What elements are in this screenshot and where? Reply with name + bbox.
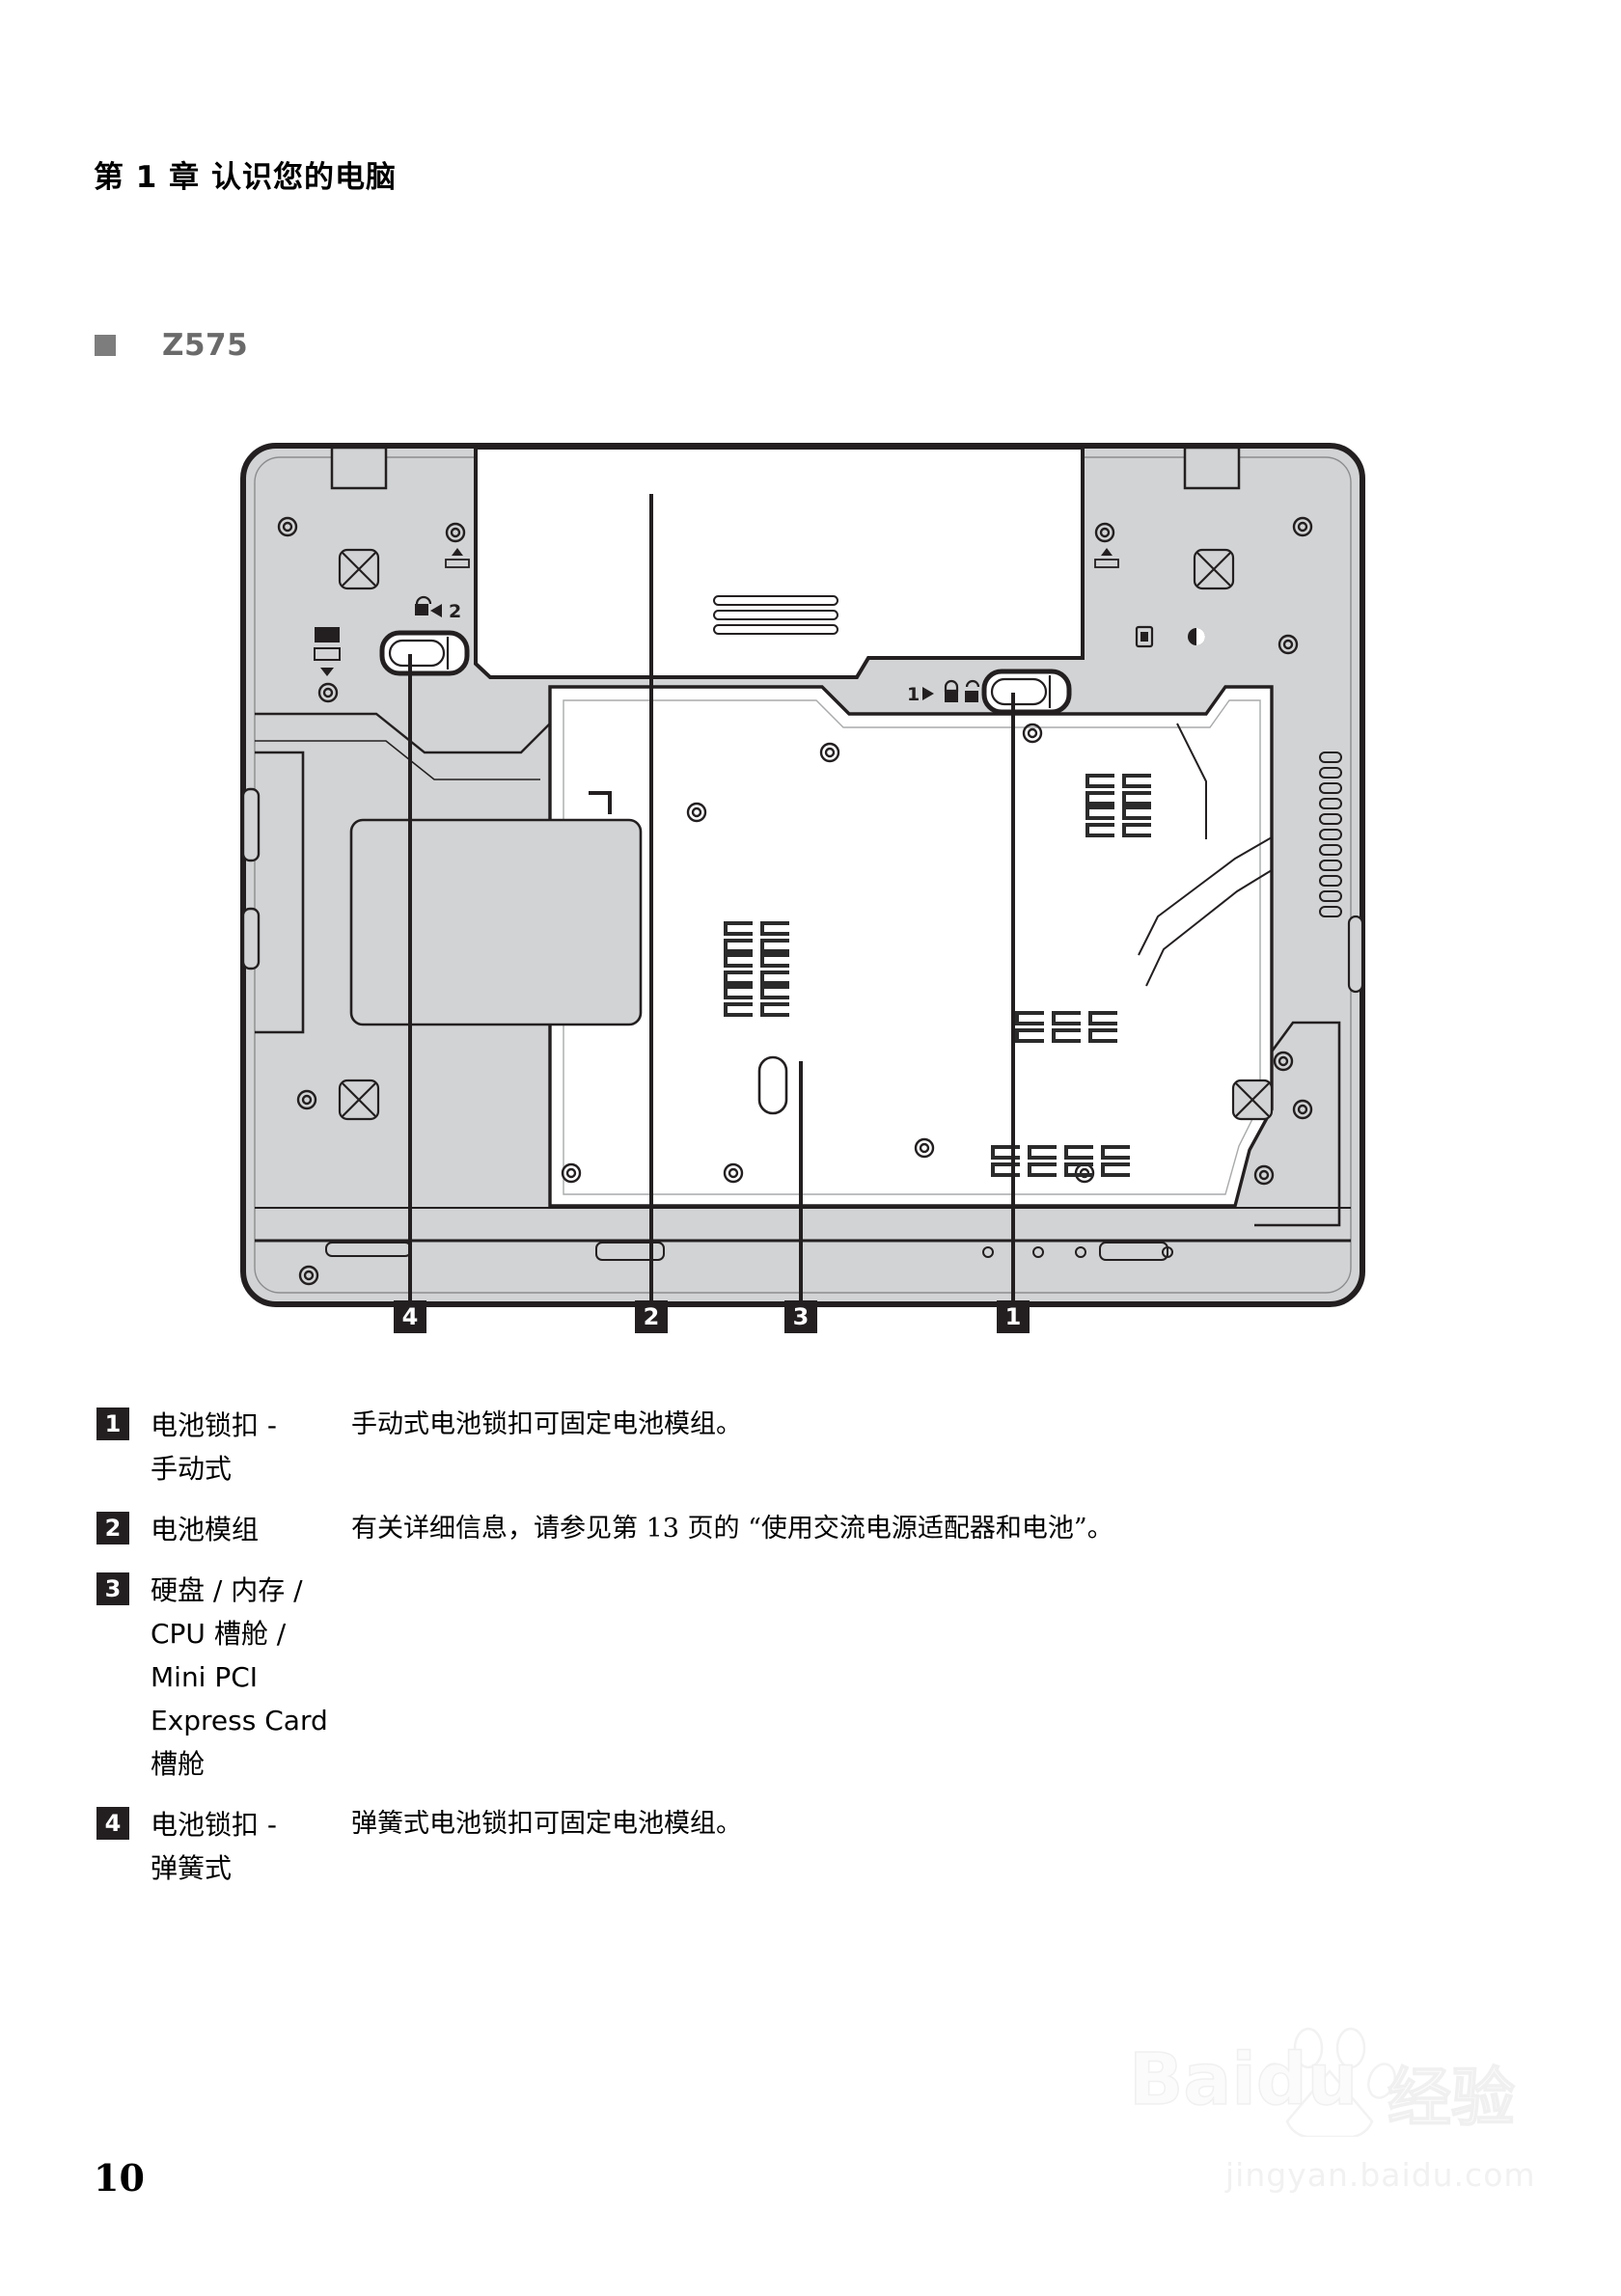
- callout-badge-1: 1: [997, 1300, 1030, 1333]
- latch-marking-right: 1: [907, 679, 980, 705]
- legend-term-3: 硬盘 / 内存 / CPU 槽舱 / Mini PCI Express Card…: [151, 1574, 328, 1780]
- legend-term-1: 电池锁扣 - 手动式: [151, 1409, 278, 1485]
- screw-direction-markers: [445, 548, 1119, 568]
- model-heading: Z575: [95, 328, 248, 363]
- baidu-brand-cn-text: 经验: [1387, 2060, 1516, 2136]
- model-name-label: Z575: [162, 328, 249, 363]
- legend-description-4: 弹簧式电池锁扣可固定电池模组。: [351, 1809, 742, 1839]
- callout-badge-4: 4: [394, 1300, 426, 1333]
- baidu-logo-icon: [1119, 2021, 1544, 2139]
- legend-description-2: 有关详细信息，请参见第 13 页的 “使用交流电源适配器和电池”。: [351, 1514, 1113, 1544]
- baidu-watermark: Baidu 经验 jingyan.baidu.com: [1119, 2011, 1563, 2233]
- legend-number-3: 3: [96, 1572, 129, 1605]
- svg-text:1: 1: [907, 684, 920, 705]
- square-bullet-icon: [95, 335, 116, 356]
- legend-row-4: 4 电池锁扣 - 弹簧式 弹簧式电池锁扣可固定电池模组。: [96, 1803, 1525, 1890]
- right-edge-louvers: [1319, 752, 1342, 917]
- battery-vent-slots: [713, 595, 838, 635]
- legend-table: 1 电池锁扣 - 手动式 手动式电池锁扣可固定电池模组。 2 电池模组 有关详细…: [96, 1404, 1525, 1907]
- battery-latch-manual: 1: [907, 669, 1072, 715]
- legend-row-3: 3 硬盘 / 内存 / CPU 槽舱 / Mini PCI Express Ca…: [96, 1569, 1525, 1786]
- baidu-url-text: jingyan.baidu.com: [1225, 2156, 1536, 2194]
- chapter-header: 第 1 章 认识您的电脑: [94, 160, 397, 195]
- callout-leader-lines: [408, 494, 1015, 1300]
- page-number: 10: [94, 2156, 145, 2200]
- laptop-bottom-view-figure: 2 1 4 2 3 1: [232, 434, 1380, 1333]
- legend-number-2: 2: [96, 1512, 129, 1544]
- legend-description-1: 手动式电池锁扣可固定电池模组。: [351, 1409, 742, 1439]
- legend-term-4: 电池锁扣 - 弹簧式: [151, 1809, 278, 1884]
- legend-row-1: 1 电池锁扣 - 手动式 手动式电池锁扣可固定电池模组。: [96, 1404, 1525, 1490]
- laptop-chassis: [240, 443, 1365, 1307]
- baidu-brand-text: Baidu: [1128, 2037, 1359, 2122]
- legend-number-4: 4: [96, 1807, 129, 1840]
- keyboard-marker-icon: [314, 627, 341, 676]
- cover-slot: [757, 1055, 788, 1115]
- latch-marking-left: 2: [415, 595, 461, 622]
- battery-latch-spring: 2: [379, 595, 470, 676]
- legend-term-2: 电池模组: [151, 1514, 260, 1545]
- port-marker-icons: [1135, 625, 1205, 648]
- legend-number-1: 1: [96, 1408, 129, 1440]
- legend-row-2: 2 电池模组 有关详细信息，请参见第 13 页的 “使用交流电源适配器和电池”。: [96, 1508, 1525, 1551]
- callout-badge-3: 3: [784, 1300, 817, 1333]
- callout-badge-2: 2: [635, 1300, 668, 1333]
- svg-text:2: 2: [449, 601, 461, 622]
